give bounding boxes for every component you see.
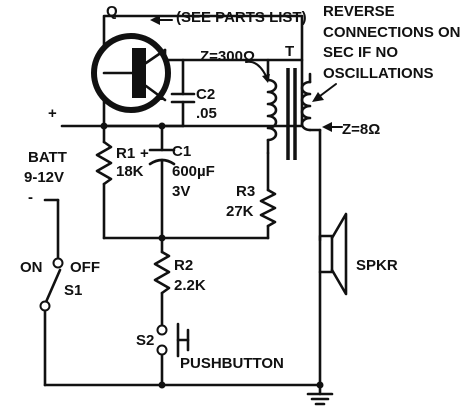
- s2-contact-top: [156, 324, 168, 336]
- s2-name-label: S2: [136, 332, 154, 349]
- c1-value-label: 600µF: [172, 163, 215, 180]
- switch-on-label: ON: [20, 259, 43, 276]
- reverse-note-line-1: REVERSE: [323, 3, 395, 20]
- reverse-note-line-2: CONNECTIONS ON: [323, 24, 461, 41]
- transistor-label: Q: [106, 3, 118, 20]
- c1-voltage-label: 3V: [172, 183, 190, 200]
- r3-value-label: 27K: [226, 203, 254, 220]
- capacitor-c2: [170, 58, 196, 128]
- r1-zigzag: [95, 140, 113, 186]
- reverse-note-line-4: OSCILLATIONS: [323, 65, 434, 82]
- r2-value-label: 2.2K: [174, 277, 206, 294]
- s1-blade: [44, 268, 62, 304]
- switch-off-label: OFF: [70, 259, 100, 276]
- battery-plus-label: +: [48, 105, 57, 122]
- r2-zigzag: [153, 250, 171, 295]
- resistor-r2: [153, 236, 171, 327]
- speaker-magnet: [318, 234, 334, 274]
- c2-value-label: .05: [196, 105, 217, 122]
- r1-value-label: 18K: [116, 163, 144, 180]
- transistor-base-bar: [132, 48, 146, 98]
- secondary-impedance-label: Z=8Ω: [342, 121, 380, 138]
- capacitor-c1: [148, 124, 176, 240]
- transformer-primary-coil: [266, 78, 278, 142]
- r3-name-label: R3: [236, 183, 255, 200]
- transistor-q: [91, 14, 304, 128]
- r3-zigzag: [259, 188, 277, 228]
- c1-plus-label: +: [140, 145, 149, 162]
- r1-name-label: R1: [116, 145, 135, 162]
- transistor-collector-lead: [144, 48, 167, 65]
- s1-name-label: S1: [64, 282, 82, 299]
- primary-pointer: [245, 60, 267, 77]
- junction-ground-s2: [158, 381, 166, 389]
- transformer-t: [266, 58, 322, 242]
- c1-name-label: C1: [172, 143, 191, 160]
- secondary-impedance-arrowhead: [322, 122, 332, 132]
- resistor-r1: [95, 124, 113, 240]
- s2-desc-label: PUSHBUTTON: [180, 355, 284, 372]
- speaker-spkr: [318, 212, 348, 387]
- reverse-note-arrowhead: [312, 92, 324, 102]
- speaker-label: SPKR: [356, 257, 398, 274]
- speaker-cone: [330, 212, 348, 296]
- reverse-note-line-3: SEC IF NO: [323, 44, 398, 61]
- resistor-r3: [259, 151, 277, 240]
- parts-list-note: (SEE PARTS LIST): [176, 9, 307, 26]
- r2-name-label: R2: [174, 257, 193, 274]
- switch-s1: [39, 198, 64, 387]
- s2-contact-bottom: [156, 344, 168, 356]
- ground-symbol: [306, 383, 334, 406]
- battery-name-label: BATT: [28, 149, 67, 166]
- pushbutton-s2: [156, 322, 190, 387]
- battery-voltage-label: 9-12V: [24, 169, 64, 186]
- c2-name-label: C2: [196, 86, 215, 103]
- primary-impedance-label: Z=300Ω: [200, 48, 255, 65]
- s1-contact-top: [52, 257, 64, 269]
- transformer-label: T: [285, 43, 294, 60]
- s1-contact-bottom: [39, 300, 51, 312]
- emitter-arrow: [154, 91, 165, 100]
- reverse-note-arrow: [319, 83, 337, 97]
- transformer-secondary-coil: [300, 80, 312, 132]
- battery-minus-label: -: [28, 189, 33, 206]
- q-pointer-arrowhead: [150, 15, 160, 25]
